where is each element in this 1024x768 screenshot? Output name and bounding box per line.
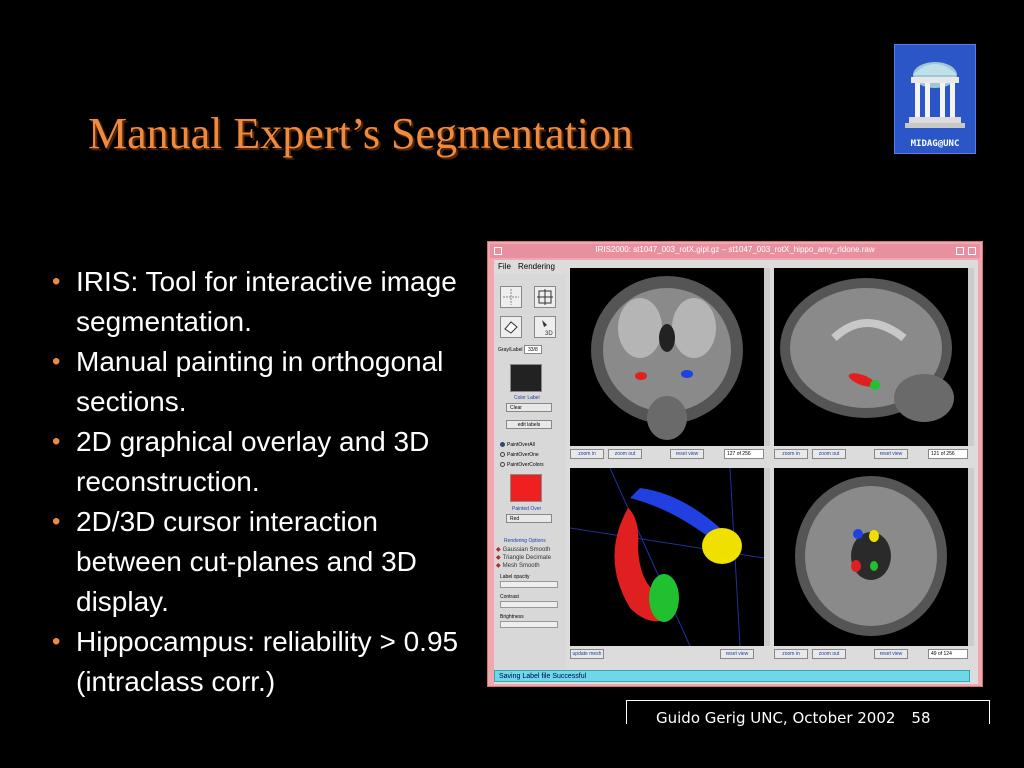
bullet-glyph: • — [52, 268, 61, 295]
color-label-caption: Color Label — [514, 395, 540, 401]
axial-slice-counter[interactable]: 49 of 124 — [928, 649, 968, 659]
painted-over-select[interactable]: Red — [506, 514, 552, 523]
3d-tool-button[interactable]: 3D — [534, 316, 556, 338]
coronal-scrollbar[interactable] — [764, 268, 770, 446]
painted-over-caption: Painted Over — [512, 506, 542, 512]
painted-over-swatch — [510, 474, 542, 502]
render-3d-view[interactable] — [569, 467, 765, 647]
logo-text: MIDAG@UNC — [910, 139, 960, 149]
sagittal-view[interactable] — [774, 268, 968, 446]
contrast-caption: Contrast — [500, 594, 519, 600]
zoom-tool-button[interactable] — [534, 286, 556, 308]
bullet-glyph: • — [52, 628, 61, 655]
bullet-glyph: • — [52, 348, 61, 375]
bullet-item: •IRIS: Tool for interactive image segmen… — [52, 262, 472, 342]
iris-window: IRIS2000: st1047_003_rotX.gipl.gz – st10… — [487, 241, 983, 687]
render-3d-controls: update mesh reset view — [570, 648, 768, 660]
sagittal-slice-counter[interactable]: 121 of 256 — [928, 449, 968, 459]
axial-zoom-out-button[interactable]: zoom out — [812, 649, 846, 659]
sagittal-zoom-out-button[interactable]: zoom out — [812, 449, 846, 459]
label-opacity-slider[interactable] — [500, 581, 558, 588]
render-3d-scrollbar[interactable] — [764, 468, 770, 646]
hippocampus-3d-render — [569, 467, 765, 647]
paint-tool-button[interactable] — [500, 316, 522, 338]
paint-over-all-radio[interactable]: PaintOverAll — [500, 442, 535, 448]
window-content: File Rendering 3D Gray/Label 33/8 Color … — [494, 260, 978, 684]
crosshair-tool-button[interactable] — [500, 286, 522, 308]
brightness-caption: Brightness — [500, 614, 524, 620]
paintbrush-icon: 3D — [542, 320, 553, 337]
render-3d-reset-view-button[interactable]: reset view — [720, 649, 754, 659]
current-label-swatch — [510, 364, 542, 392]
axial-scrollbar[interactable] — [968, 468, 974, 646]
bullet-item: •2D graphical overlay and 3D reconstruct… — [52, 422, 472, 502]
sagittal-slice-image — [780, 278, 954, 422]
bullet-item: •Hippocampus: reliability > 0.95 (intrac… — [52, 622, 472, 702]
contrast-slider[interactable] — [500, 601, 558, 608]
coronal-zoom-out-button[interactable]: zoom out — [608, 449, 642, 459]
footer-rule — [626, 700, 990, 724]
window-title: IRIS2000: st1047_003_rotX.gipl.gz – st10… — [595, 245, 875, 254]
slide-title: Manual Expert’s Segmentation — [88, 109, 633, 158]
eraser-icon — [504, 321, 518, 334]
axial-view[interactable] — [774, 468, 968, 646]
gaussian-smooth-toggle[interactable]: ◆Gaussian Smooth — [496, 547, 551, 553]
tool-panel: 3D Gray/Label 33/8 Color Label Clear edi… — [494, 274, 566, 670]
menubar: File Rendering — [494, 260, 978, 274]
sagittal-scrollbar[interactable] — [968, 268, 974, 446]
coronal-slice-image — [591, 276, 743, 440]
sagittal-controls: zoom in zoom out reset view 121 of 256 — [774, 448, 972, 460]
menu-rendering[interactable]: Rendering — [518, 262, 555, 271]
coronal-slice-counter[interactable]: 127 of 256 — [724, 449, 764, 459]
bullet-list: •IRIS: Tool for interactive image segmen… — [52, 262, 472, 702]
gray-label-caption: Gray/Label — [498, 347, 523, 353]
rotunda-icon — [905, 62, 965, 128]
minimize-button[interactable] — [956, 247, 964, 255]
coronal-view[interactable] — [570, 268, 764, 446]
midag-logo: MIDAG@UNC — [894, 44, 976, 154]
footer-text: Guido Gerig UNC, October 2002 — [656, 709, 896, 727]
paint-over-one-radio[interactable]: PaintOverOne — [500, 452, 539, 458]
bullet-glyph: • — [52, 428, 61, 455]
rendering-options-caption: Rendering Options — [504, 538, 546, 544]
footer: Guido Gerig UNC, October 2002 58 — [656, 709, 931, 727]
page-number: 58 — [911, 709, 931, 727]
bullet-item: •Manual painting in orthogonal sections. — [52, 342, 472, 422]
sagittal-reset-view-button[interactable]: reset view — [874, 449, 908, 459]
status-bar: Saving Label file Successful — [494, 670, 970, 682]
axial-reset-view-button[interactable]: reset view — [874, 649, 908, 659]
maximize-button[interactable] — [968, 247, 976, 255]
gray-label-field[interactable]: 33/8 — [524, 345, 542, 354]
svg-text:3D: 3D — [545, 331, 553, 337]
bullet-item: •2D/3D cursor interaction between cut-pl… — [52, 502, 472, 622]
bullet-glyph: • — [52, 508, 61, 535]
window-titlebar: IRIS2000: st1047_003_rotX.gipl.gz – st10… — [490, 244, 980, 258]
zoom-icon — [537, 289, 553, 305]
label-opacity-caption: Label opacity — [500, 574, 530, 580]
coronal-controls: zoom in zoom out reset view 127 of 256 — [570, 448, 768, 460]
sagittal-zoom-in-button[interactable]: zoom in — [774, 449, 808, 459]
color-label-select[interactable]: Clear — [506, 403, 552, 412]
crosshair-icon — [503, 289, 519, 305]
window-menu-button[interactable] — [494, 247, 502, 255]
update-mesh-button[interactable]: update mesh — [570, 649, 604, 659]
coronal-reset-view-button[interactable]: reset view — [670, 449, 704, 459]
menu-file[interactable]: File — [498, 262, 511, 271]
axial-slice-image — [795, 476, 947, 636]
paint-over-colors-radio[interactable]: PaintOverColors — [500, 462, 544, 468]
axial-controls: zoom in zoom out reset view 49 of 124 — [774, 648, 972, 660]
mesh-smooth-toggle[interactable]: ◆Mesh Smooth — [496, 563, 540, 569]
axial-zoom-in-button[interactable]: zoom in — [774, 649, 808, 659]
brightness-slider[interactable] — [500, 621, 558, 628]
coronal-zoom-in-button[interactable]: zoom in — [570, 449, 604, 459]
edit-labels-button[interactable]: edit labels — [506, 420, 552, 429]
triangle-decimate-toggle[interactable]: ◆Triangle Decimate — [496, 555, 552, 561]
